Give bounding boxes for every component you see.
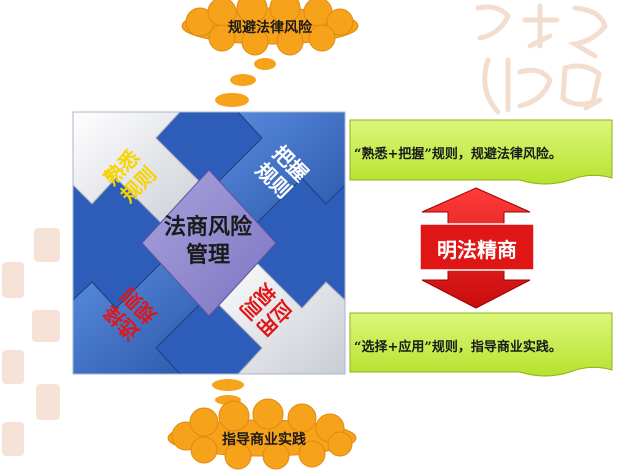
side-seal-icon [2,228,60,456]
seal-decoration-icon [475,3,608,115]
red-banner-box [419,223,535,271]
center-diamond [141,169,277,317]
green-box-bottom-text: “选择+应用”规则，指导商业实践。 [354,340,562,355]
cloud-top-icon [181,0,359,56]
cloud-bottom-label: 指导商业实践 [222,432,306,448]
center-label-line2: 管理 [185,243,230,268]
center-label: 法商风险 管理 [138,214,278,270]
cloud-bottom-icon [167,398,357,470]
red-banner-label: 明法精商 [437,238,517,262]
green-box-top [349,119,613,185]
green-box-top-text: “熟悉+把握”规则，规避法律风险。 [354,147,562,162]
cloud-top-tail-icon [215,58,276,107]
cloud-top-label: 规避法律风险 [228,20,312,36]
green-box-bottom [349,312,613,377]
center-label-line1: 法商风险 [163,215,252,240]
